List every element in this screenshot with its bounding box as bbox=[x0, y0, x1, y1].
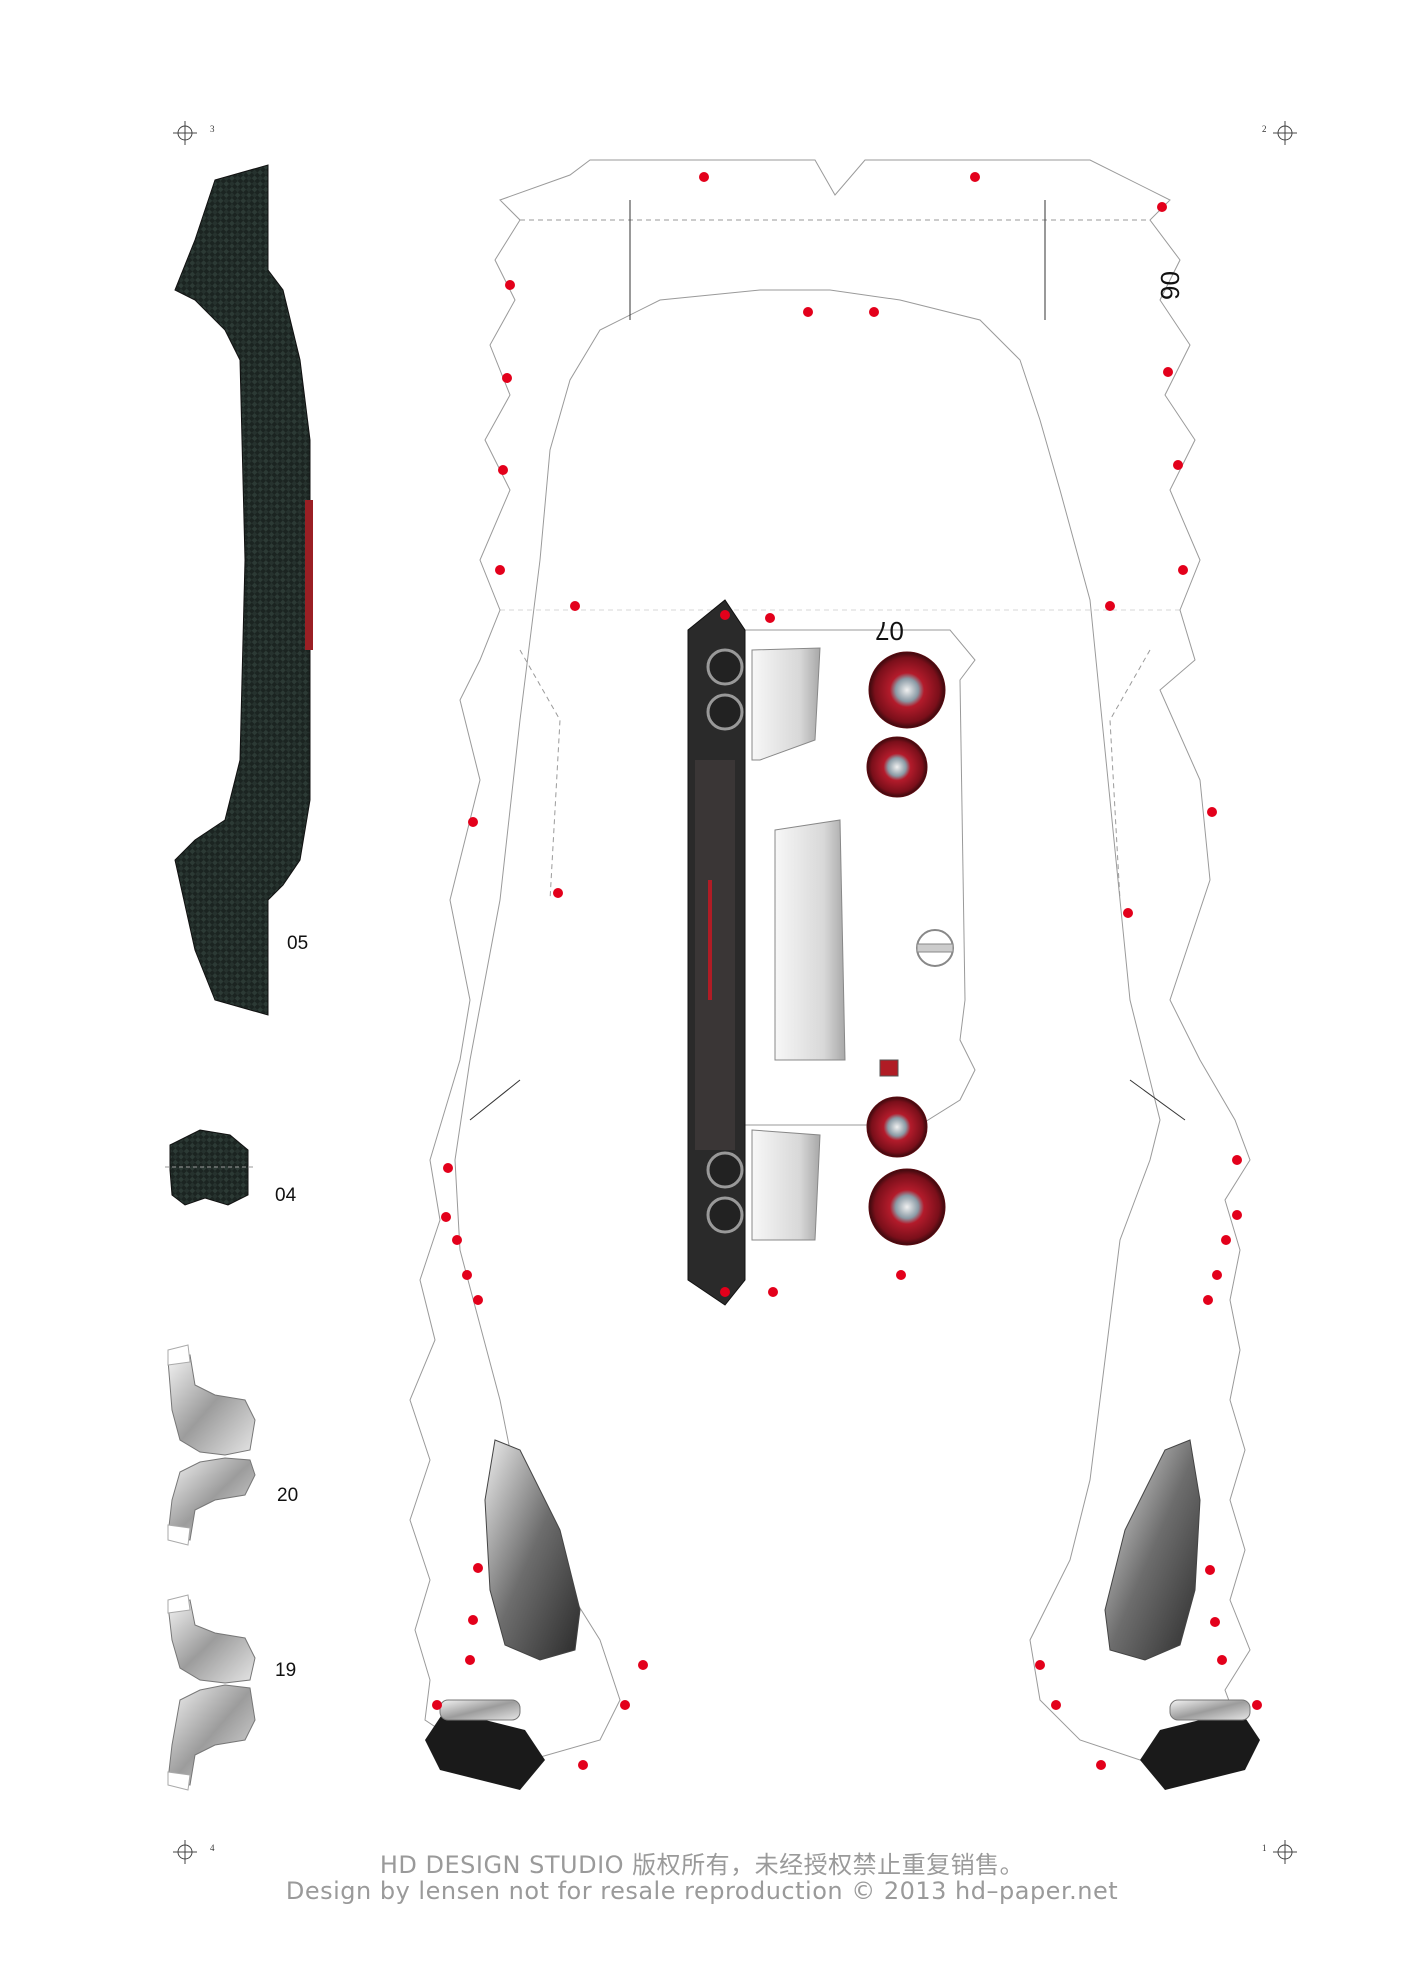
nissan-logo-icon bbox=[916, 929, 954, 967]
headlight-right bbox=[1104, 1439, 1201, 1661]
headlight-left bbox=[484, 1439, 581, 1661]
corner-number-top-right: 2 bbox=[1262, 124, 1267, 134]
part-label-04: 04 bbox=[275, 1185, 297, 1206]
part-04-carbon-piece bbox=[165, 1129, 255, 1206]
registration-mark-top-left bbox=[173, 121, 197, 145]
registration-mark-top-right bbox=[1273, 121, 1297, 145]
front-bumper-left bbox=[425, 1699, 545, 1790]
part-label-05: 05 bbox=[287, 933, 309, 954]
part-label-06: 06 bbox=[1154, 271, 1185, 300]
corner-number-bottom-right: 1 bbox=[1262, 1843, 1267, 1853]
part-19-mirror bbox=[167, 1594, 256, 1791]
glue-dots bbox=[432, 172, 1262, 1770]
part-06-body-panel bbox=[409, 159, 1251, 1761]
corner-number-top-left: 3 bbox=[210, 124, 215, 134]
part-20-mirror bbox=[167, 1344, 256, 1546]
registration-mark-bottom-right bbox=[1273, 1840, 1297, 1864]
part-05-spoiler bbox=[174, 164, 313, 1016]
part-label-07: 07 bbox=[875, 616, 904, 646]
part-07-rear-panel bbox=[687, 599, 976, 1306]
front-bumper-right bbox=[1140, 1699, 1260, 1790]
footer-copyright-en: Design by lensen not for resale reproduc… bbox=[285, 1877, 1119, 1905]
part-label-19: 19 bbox=[275, 1660, 297, 1681]
corner-number-bottom-left: 4 bbox=[210, 1843, 215, 1853]
part-label-20: 20 bbox=[277, 1485, 299, 1506]
registration-mark-bottom-left bbox=[173, 1840, 197, 1864]
footer-copyright-cn: HD DESIGN STUDIO 版权所有，未经授权禁止重复销售。 bbox=[379, 1851, 1025, 1879]
